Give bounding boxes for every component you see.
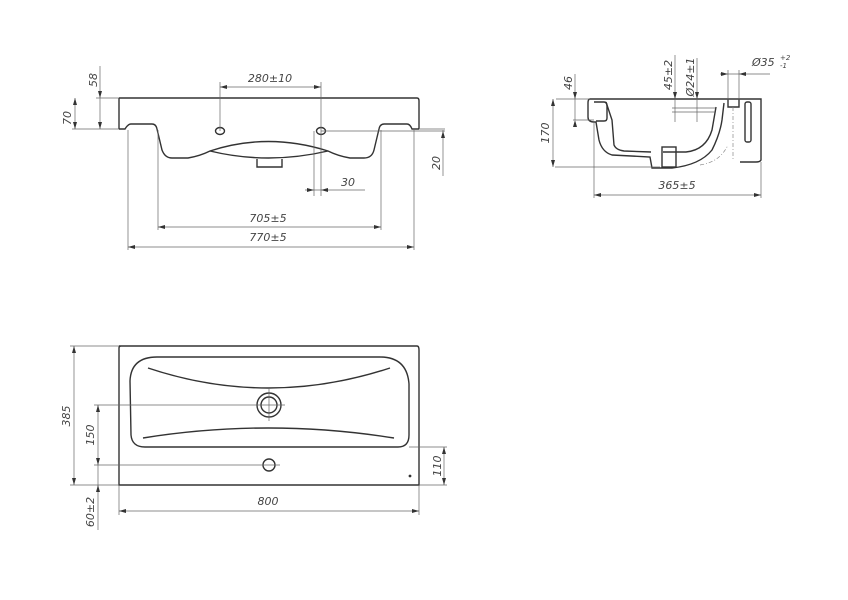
drain-stub xyxy=(256,159,283,168)
dim-offset-30: 30 xyxy=(341,176,355,189)
dim-drain-to-front: 150 xyxy=(84,425,97,446)
front-view: 280±10 58 70 20 30 705±5 770±5 xyxy=(61,66,445,250)
dim-inner-width: 705±5 xyxy=(249,212,286,225)
rim-channel xyxy=(594,101,608,122)
dim-hole-spacing: 280±10 xyxy=(248,72,292,85)
dim-bottom-width: 770±5 xyxy=(249,231,286,244)
side-view-outline xyxy=(587,98,762,169)
dim-mount-offset: 60±2 xyxy=(84,497,97,527)
basin-contour-top xyxy=(147,367,391,389)
dim-overflow-diameter: Ø35 xyxy=(751,56,775,69)
dim-height-170: 170 xyxy=(539,123,552,144)
dim-drain-offset: 45±2 xyxy=(662,60,675,90)
top-view-outline xyxy=(118,345,420,486)
basin-contour-bottom xyxy=(142,427,395,439)
dim-height-58: 58 xyxy=(87,73,100,87)
overflow-hole xyxy=(727,99,740,108)
dim-height-70: 70 xyxy=(61,111,74,125)
dim-width-800: 800 xyxy=(258,495,279,508)
drain-section xyxy=(661,146,677,168)
dim-overflow-tol-lower: -1 xyxy=(780,62,787,70)
basin-outline xyxy=(129,356,410,448)
inner-basin-wall xyxy=(605,101,652,153)
overflow-channel xyxy=(744,101,752,143)
basin-curve xyxy=(209,150,329,159)
dim-depth-365: 365±5 xyxy=(658,179,695,192)
dim-depth-385: 385 xyxy=(60,406,73,427)
inner-basin-wall-right xyxy=(663,106,717,153)
front-view-outline xyxy=(118,97,420,159)
dim-overflow-tol-upper: +2 xyxy=(780,54,791,62)
side-view: 46 170 45±2 Ø24±1 Ø35 +2 -1 365±5 xyxy=(539,54,791,198)
dim-depth-20: 20 xyxy=(430,156,443,170)
dim-height-46: 46 xyxy=(562,76,575,90)
top-view: 385 150 60±2 110 800 xyxy=(60,345,447,530)
dim-tap-to-front: 110 xyxy=(431,456,444,477)
dim-drain-diameter: Ø24±1 xyxy=(684,58,697,98)
